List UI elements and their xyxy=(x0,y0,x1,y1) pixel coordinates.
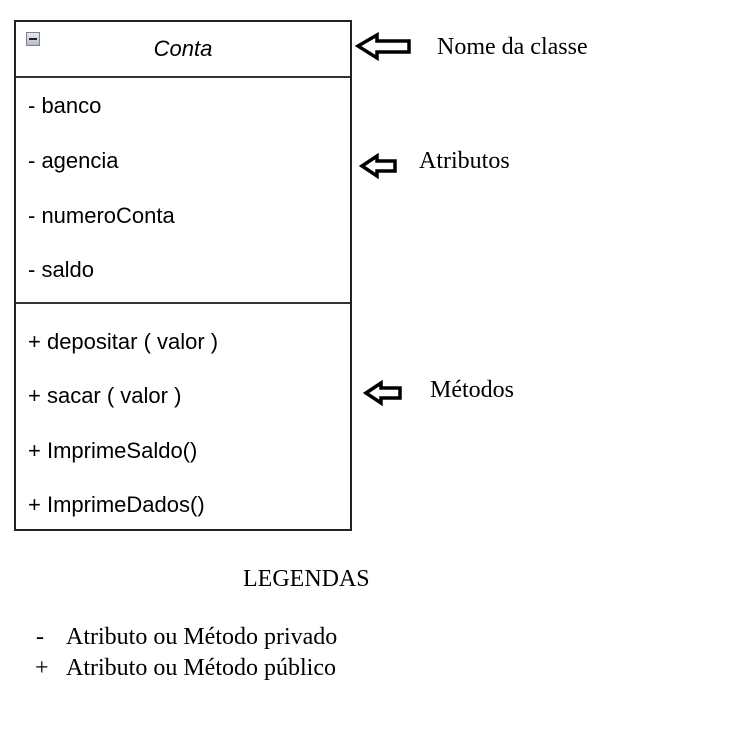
section-divider xyxy=(16,302,350,304)
method-item: + sacar ( valor ) xyxy=(28,383,182,408)
method-item: + ImprimeDados() xyxy=(28,492,205,517)
arrow-left-icon xyxy=(363,380,402,407)
methods-label: Métodos xyxy=(430,377,514,403)
arrow-left-icon xyxy=(359,153,397,180)
uml-class-box: Conta - banco - agencia - numeroConta - … xyxy=(14,20,352,531)
attribute-item: - agencia xyxy=(28,148,119,173)
attribute-item: - saldo xyxy=(28,257,95,282)
legend-text: Atributo ou Método privado xyxy=(66,624,338,650)
legend-symbol: - xyxy=(36,624,44,650)
method-item: + ImprimeSaldo() xyxy=(28,438,198,463)
legend-symbol: + xyxy=(35,655,49,681)
method-item: + depositar ( valor ) xyxy=(28,329,219,354)
legend-title: LEGENDAS xyxy=(243,566,370,592)
attributes-label: Atributos xyxy=(419,148,510,174)
arrow-left-icon xyxy=(355,32,411,62)
class-header: Conta xyxy=(16,22,350,78)
class-name-label: Nome da classe xyxy=(437,34,588,60)
class-name: Conta xyxy=(153,36,213,61)
attribute-item: - banco xyxy=(28,93,102,118)
legend-text: Atributo ou Método público xyxy=(66,655,336,681)
collapse-icon[interactable] xyxy=(26,32,40,46)
attribute-item: - numeroConta xyxy=(28,203,175,228)
